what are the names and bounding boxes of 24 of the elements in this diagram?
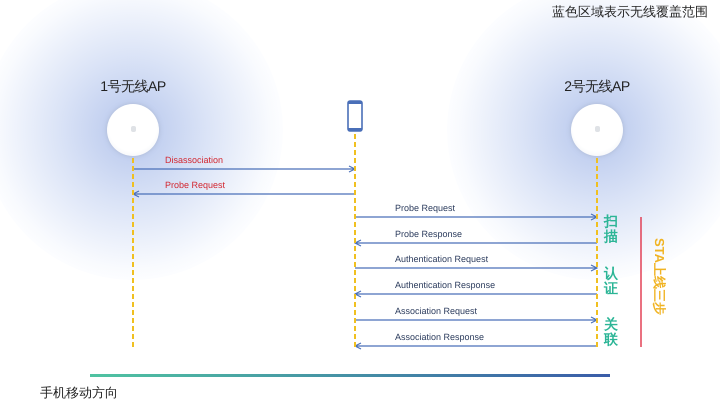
edge-label: Association Request [395,306,478,316]
edge-label: Disassociation [165,155,224,165]
ap-label: 1号无线AP [100,78,166,96]
message-arrow [355,264,598,272]
edge-label: Probe Request [165,180,226,190]
vertical-label: STA上线三步 [651,238,668,316]
message-arrow [355,316,598,324]
message-arrow [354,290,597,298]
step-label: 认证 [604,266,618,297]
ap-label: 2号无线AP [564,78,630,96]
edge-label: Association Response [395,332,484,342]
message-arrow [354,342,597,350]
note: 蓝色区域表示无线覆盖范围 [552,3,708,21]
step-label: 扫描 [604,214,618,245]
message-arrow [354,239,597,247]
message-arrow [133,165,356,173]
edge-label: Probe Response [395,229,462,239]
direction-label: 手机移动方向 [40,384,118,402]
message-arrow [132,190,355,198]
edge-label: Authentication Response [395,280,496,290]
step-label: 关联 [604,317,618,348]
edge-label: Probe Request [395,203,456,213]
message-arrow [355,213,598,221]
edge-label: Authentication Request [395,254,488,264]
